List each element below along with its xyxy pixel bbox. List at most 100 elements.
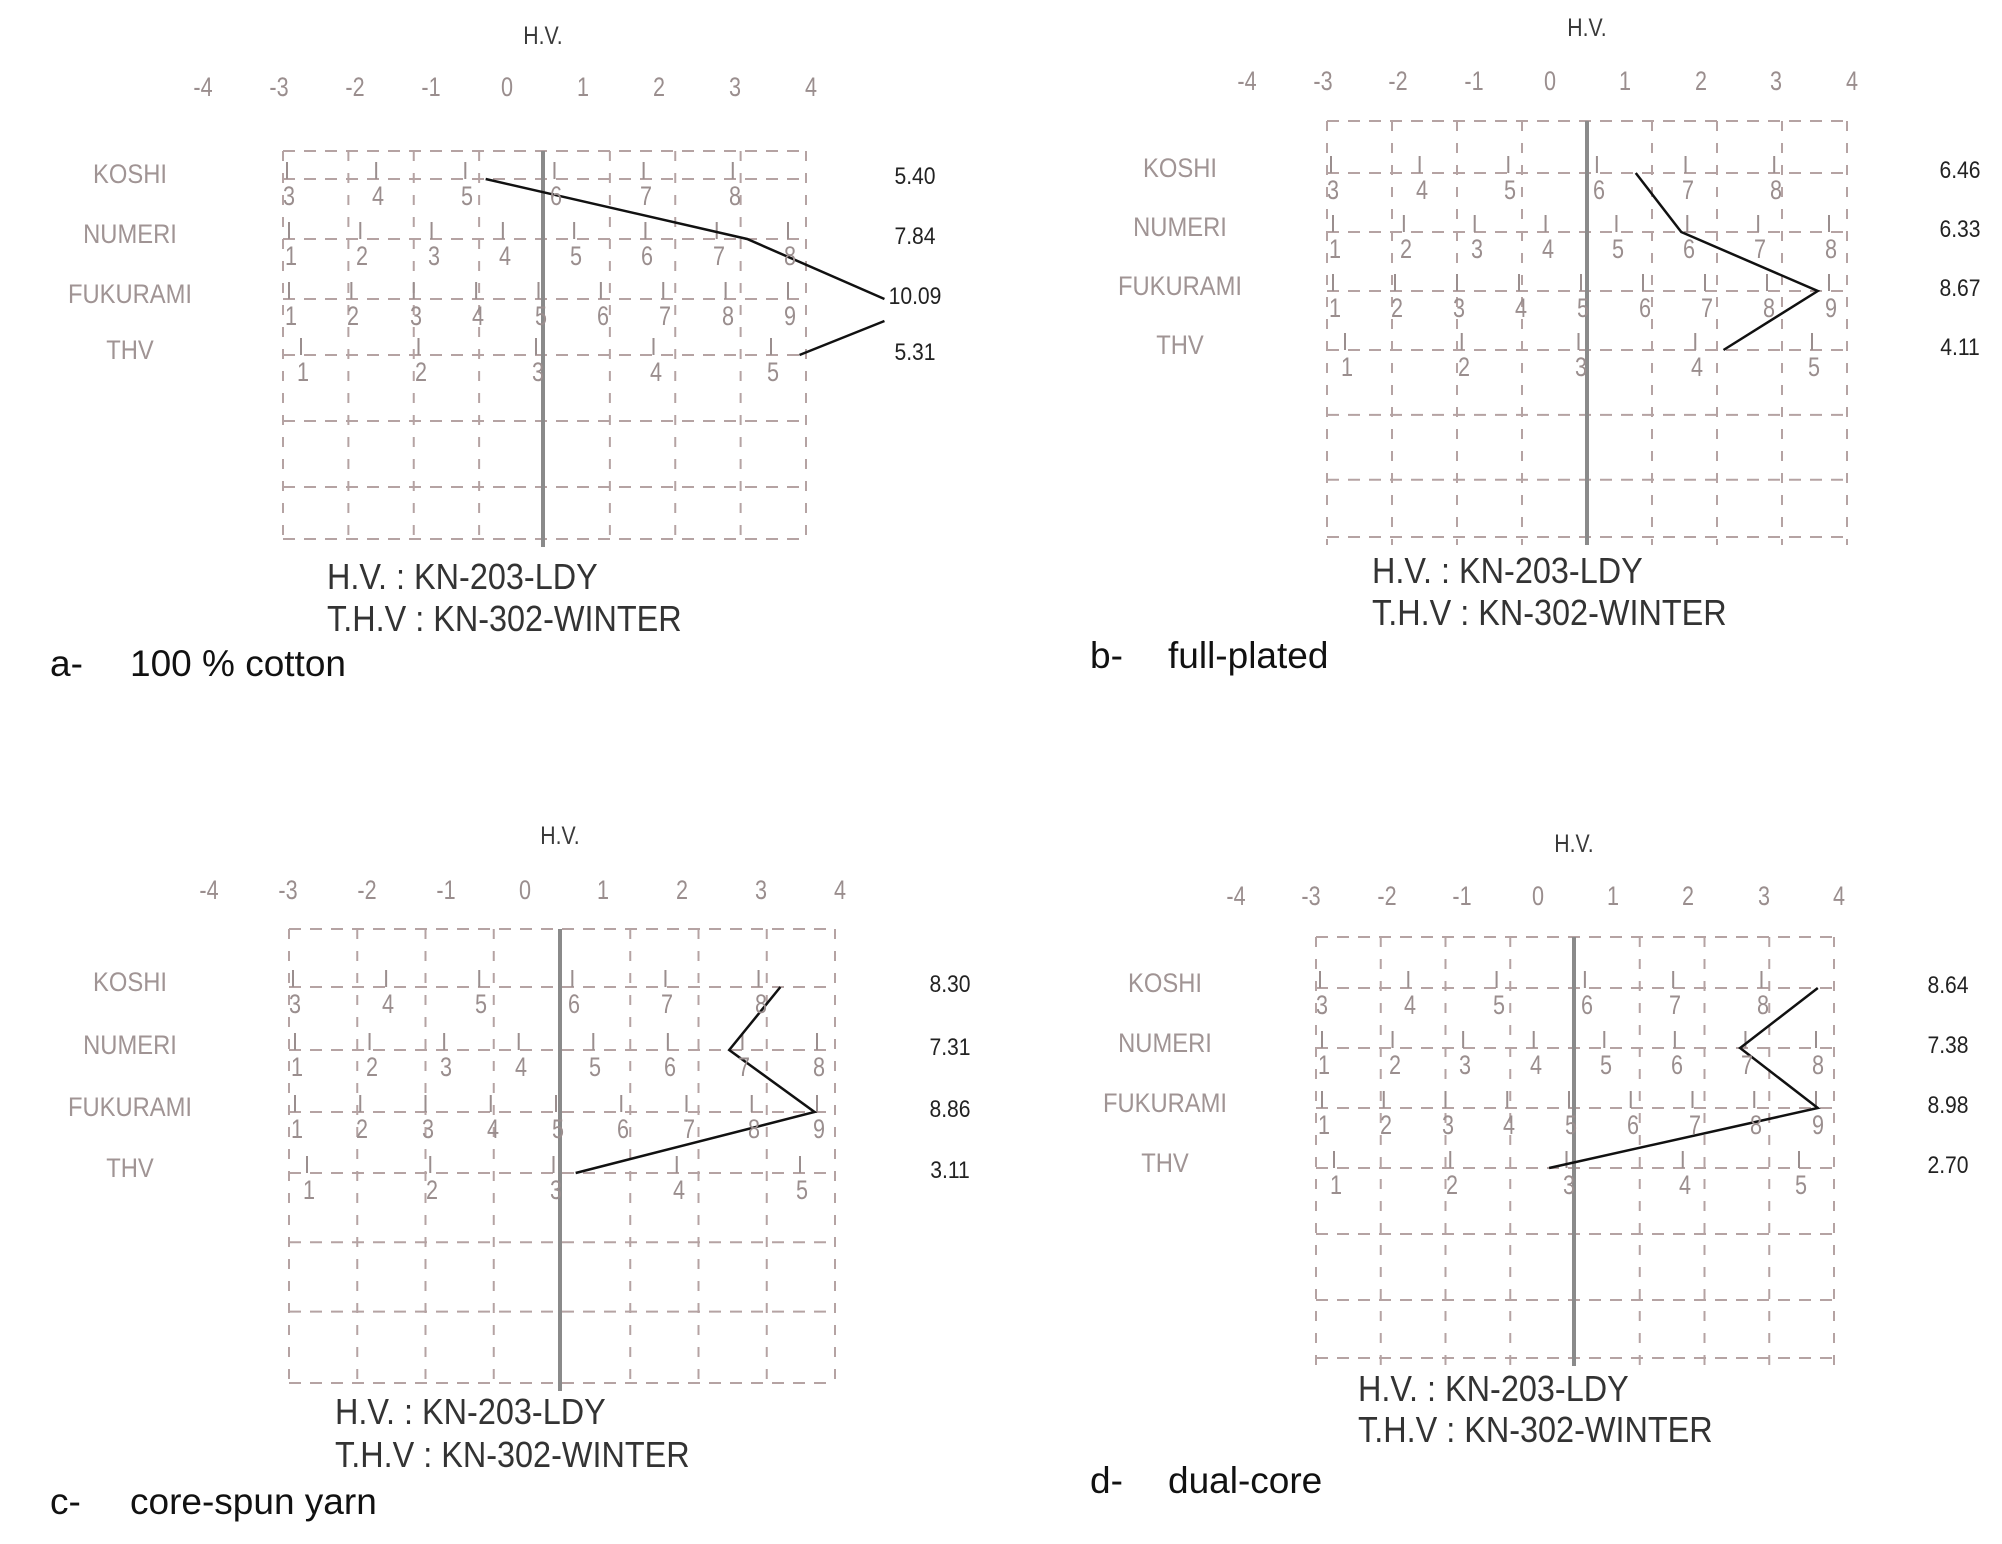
sub-scale-digit: 6	[641, 241, 654, 271]
sub-scale-digit: 7	[738, 1052, 751, 1082]
sub-scale-digit: 6	[550, 181, 563, 211]
sub-scale-digit: 1	[1340, 352, 1354, 382]
row-label-numeri: NUMERI	[83, 1030, 177, 1060]
sub-scale-digit: 6	[1670, 1050, 1683, 1080]
sub-scale-digit: 9	[783, 301, 797, 331]
row-label-koshi: KOSHI	[93, 159, 167, 189]
sub-scale-digit: 5	[475, 989, 488, 1019]
sub-scale-digit: 5	[551, 1114, 565, 1144]
axis-tick-label: 1	[1619, 66, 1632, 96]
sub-scale-digit: 3	[1452, 293, 1466, 323]
sub-scale-digit: 9	[1811, 1110, 1825, 1140]
row-value-koshi: 8.64	[1927, 972, 1969, 999]
sub-scale-digit: 5	[534, 301, 547, 331]
row-value-numeri: 7.38	[1927, 1032, 1969, 1059]
sub-scale-digit: 4	[486, 1114, 499, 1144]
sub-scale-digit: 1	[1317, 1050, 1331, 1080]
row-value-numeri: 7.31	[929, 1034, 971, 1061]
sub-scale-digit: 6	[1626, 1110, 1639, 1140]
sub-scale-digit: 8	[747, 1114, 760, 1144]
panel-letter: d-	[1090, 1460, 1123, 1501]
sub-scale-digit: 2	[356, 1114, 369, 1144]
sub-scale-digit: 7	[1688, 1110, 1701, 1140]
row-value-fukurami: 8.86	[929, 1096, 971, 1123]
sub-scale-digit: 3	[288, 989, 302, 1019]
axis-tick-label: 3	[755, 875, 768, 905]
sub-scale-digit: 5	[1492, 990, 1505, 1020]
axis-tick-label: -4	[1226, 881, 1246, 911]
sub-scale-digit: 4	[672, 1175, 685, 1205]
sub-scale-digit: 1	[1328, 234, 1342, 264]
row-value-thv: 4.11	[1940, 334, 1980, 361]
row-label-fukurami: FUKURAMI	[1117, 271, 1243, 301]
sub-scale-digit: 5	[795, 1175, 809, 1205]
sub-scale-digit: 4	[514, 1052, 527, 1082]
axis-tick-label: 3	[1770, 66, 1783, 96]
sub-scale-digit: 4	[1691, 352, 1704, 382]
sub-scale-digit: 5	[589, 1052, 602, 1082]
legend-thv: T.H.V : KN-302-WINTER	[1372, 592, 1727, 633]
panel-caption: dual-core	[1168, 1460, 1323, 1501]
row-label-fukurami: FUKURAMI	[1102, 1088, 1228, 1118]
row-value-thv: 5.31	[894, 339, 936, 366]
axis-tick-label: -2	[1388, 66, 1408, 96]
sub-scale-digit: 3	[421, 1114, 434, 1144]
axis-title: H.V.	[1554, 830, 1594, 858]
sub-scale-digit: 6	[1638, 293, 1652, 323]
axis-tick-label: -2	[357, 875, 377, 905]
row-value-fukurami: 8.67	[1939, 275, 1981, 302]
row-label-koshi: KOSHI	[93, 967, 167, 997]
sub-scale-digit: 7	[659, 301, 672, 331]
row-value-thv: 3.11	[930, 1157, 970, 1184]
panel-caption: full-plated	[1168, 635, 1329, 676]
sub-scale-digit: 4	[1529, 1050, 1542, 1080]
row-value-koshi: 8.30	[929, 971, 971, 998]
axis-tick-label: 4	[804, 72, 818, 102]
profile-line	[1634, 172, 1821, 352]
sub-scale-digit: 3	[1459, 1050, 1472, 1080]
sub-scale-digit: 5	[1576, 293, 1590, 323]
sub-scale-digit: 2	[1388, 1050, 1401, 1080]
sub-scale-digit: 5	[766, 357, 780, 387]
row-label-koshi: KOSHI	[1143, 153, 1217, 183]
sub-scale-digit: 7	[1700, 293, 1714, 323]
sub-scale-digit: 5	[461, 181, 474, 211]
sub-scale-digit: 1	[284, 301, 298, 331]
sub-scale-digit: 8	[754, 989, 767, 1019]
sub-scale-digit: 4	[382, 989, 395, 1019]
sub-scale-digit: 4	[1678, 1170, 1691, 1200]
sub-scale-digit: 8	[728, 181, 741, 211]
axis-tick-label: 2	[1682, 881, 1695, 911]
sub-scale-digit: 2	[365, 1052, 378, 1082]
sub-scale-digit: 7	[1754, 234, 1767, 264]
axis-tick-label: 2	[676, 875, 689, 905]
panel-letter: b-	[1090, 635, 1123, 676]
sub-scale-digit: 6	[1683, 234, 1696, 264]
axis-tick-label: -2	[345, 72, 365, 102]
sub-scale-digit: 3	[1441, 1110, 1454, 1140]
row-value-fukurami: 8.98	[1927, 1092, 1969, 1119]
sub-scale-digit: 1	[284, 241, 298, 271]
profile-line	[485, 177, 885, 301]
sub-scale-digit: 9	[812, 1114, 826, 1144]
panel-letter: a-	[50, 643, 83, 684]
axis-title: H.V.	[1567, 14, 1607, 42]
sub-scale-digit: 4	[649, 357, 662, 387]
axis-tick-label: 4	[833, 875, 847, 905]
legend-hv: H.V. : KN-203-LDY	[335, 1391, 606, 1432]
row-value-koshi: 5.40	[894, 163, 936, 190]
sub-scale-digit: 4	[498, 241, 511, 271]
row-label-thv: THV	[1156, 330, 1204, 360]
sub-scale-digit: 1	[1328, 293, 1342, 323]
sub-scale-digit: 4	[1404, 990, 1417, 1020]
sub-scale-digit: 2	[1399, 234, 1412, 264]
sub-scale-digit: 3	[427, 241, 440, 271]
panel-caption: core-spun yarn	[130, 1481, 377, 1522]
axis-tick-label: 0	[1531, 881, 1544, 911]
axis-tick-label: -4	[1237, 66, 1257, 96]
axis-title: H.V.	[540, 822, 580, 850]
axis-tick-label: 0	[1543, 66, 1556, 96]
